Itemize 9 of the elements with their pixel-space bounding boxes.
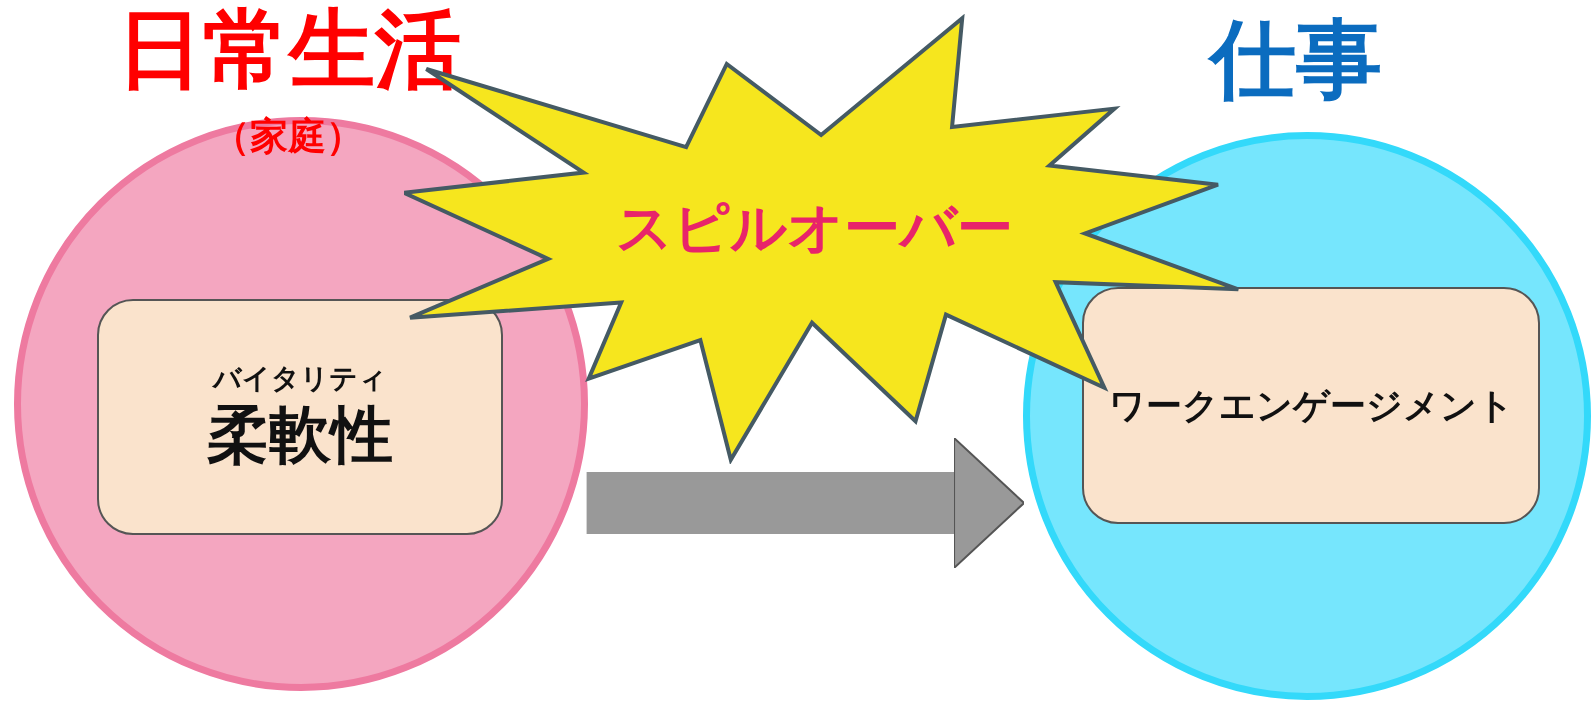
subheading: （家庭） (212, 116, 364, 158)
block-arrow (586, 437, 1026, 569)
starburst-label: スピルオーバー (615, 194, 1013, 262)
rounded-box (97, 299, 503, 535)
heading: 日常生活 (117, 2, 461, 97)
box-text: 柔軟性 (207, 396, 393, 473)
rounded-box (1082, 287, 1540, 524)
subtitle-text: バイタリティ (213, 360, 387, 396)
box-text: ワークエンゲージメント (1108, 384, 1514, 428)
